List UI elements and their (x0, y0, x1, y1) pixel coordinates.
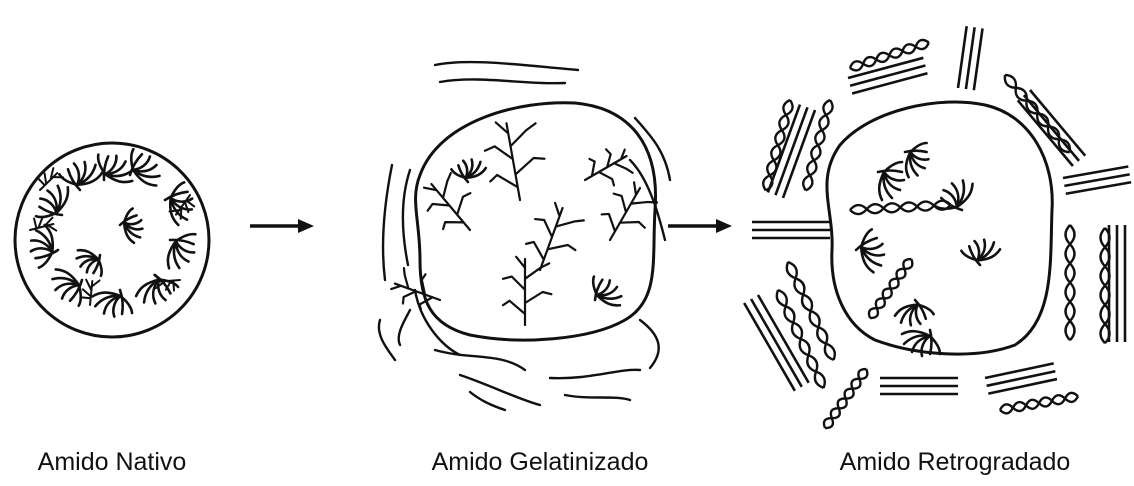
arrow-to-gelatinized (250, 219, 314, 233)
label-retrograded-starch: Amido Retrogradado (840, 448, 1071, 477)
native-starch-granule (15, 143, 209, 337)
arrow-to-retrograded (668, 219, 732, 233)
label-gelatinized-starch: Amido Gelatinizado (432, 448, 649, 477)
retrograded-starch-granule (744, 26, 1131, 430)
gelatinized-starch-granule (379, 62, 670, 410)
label-native-starch: Amido Nativo (38, 448, 187, 477)
